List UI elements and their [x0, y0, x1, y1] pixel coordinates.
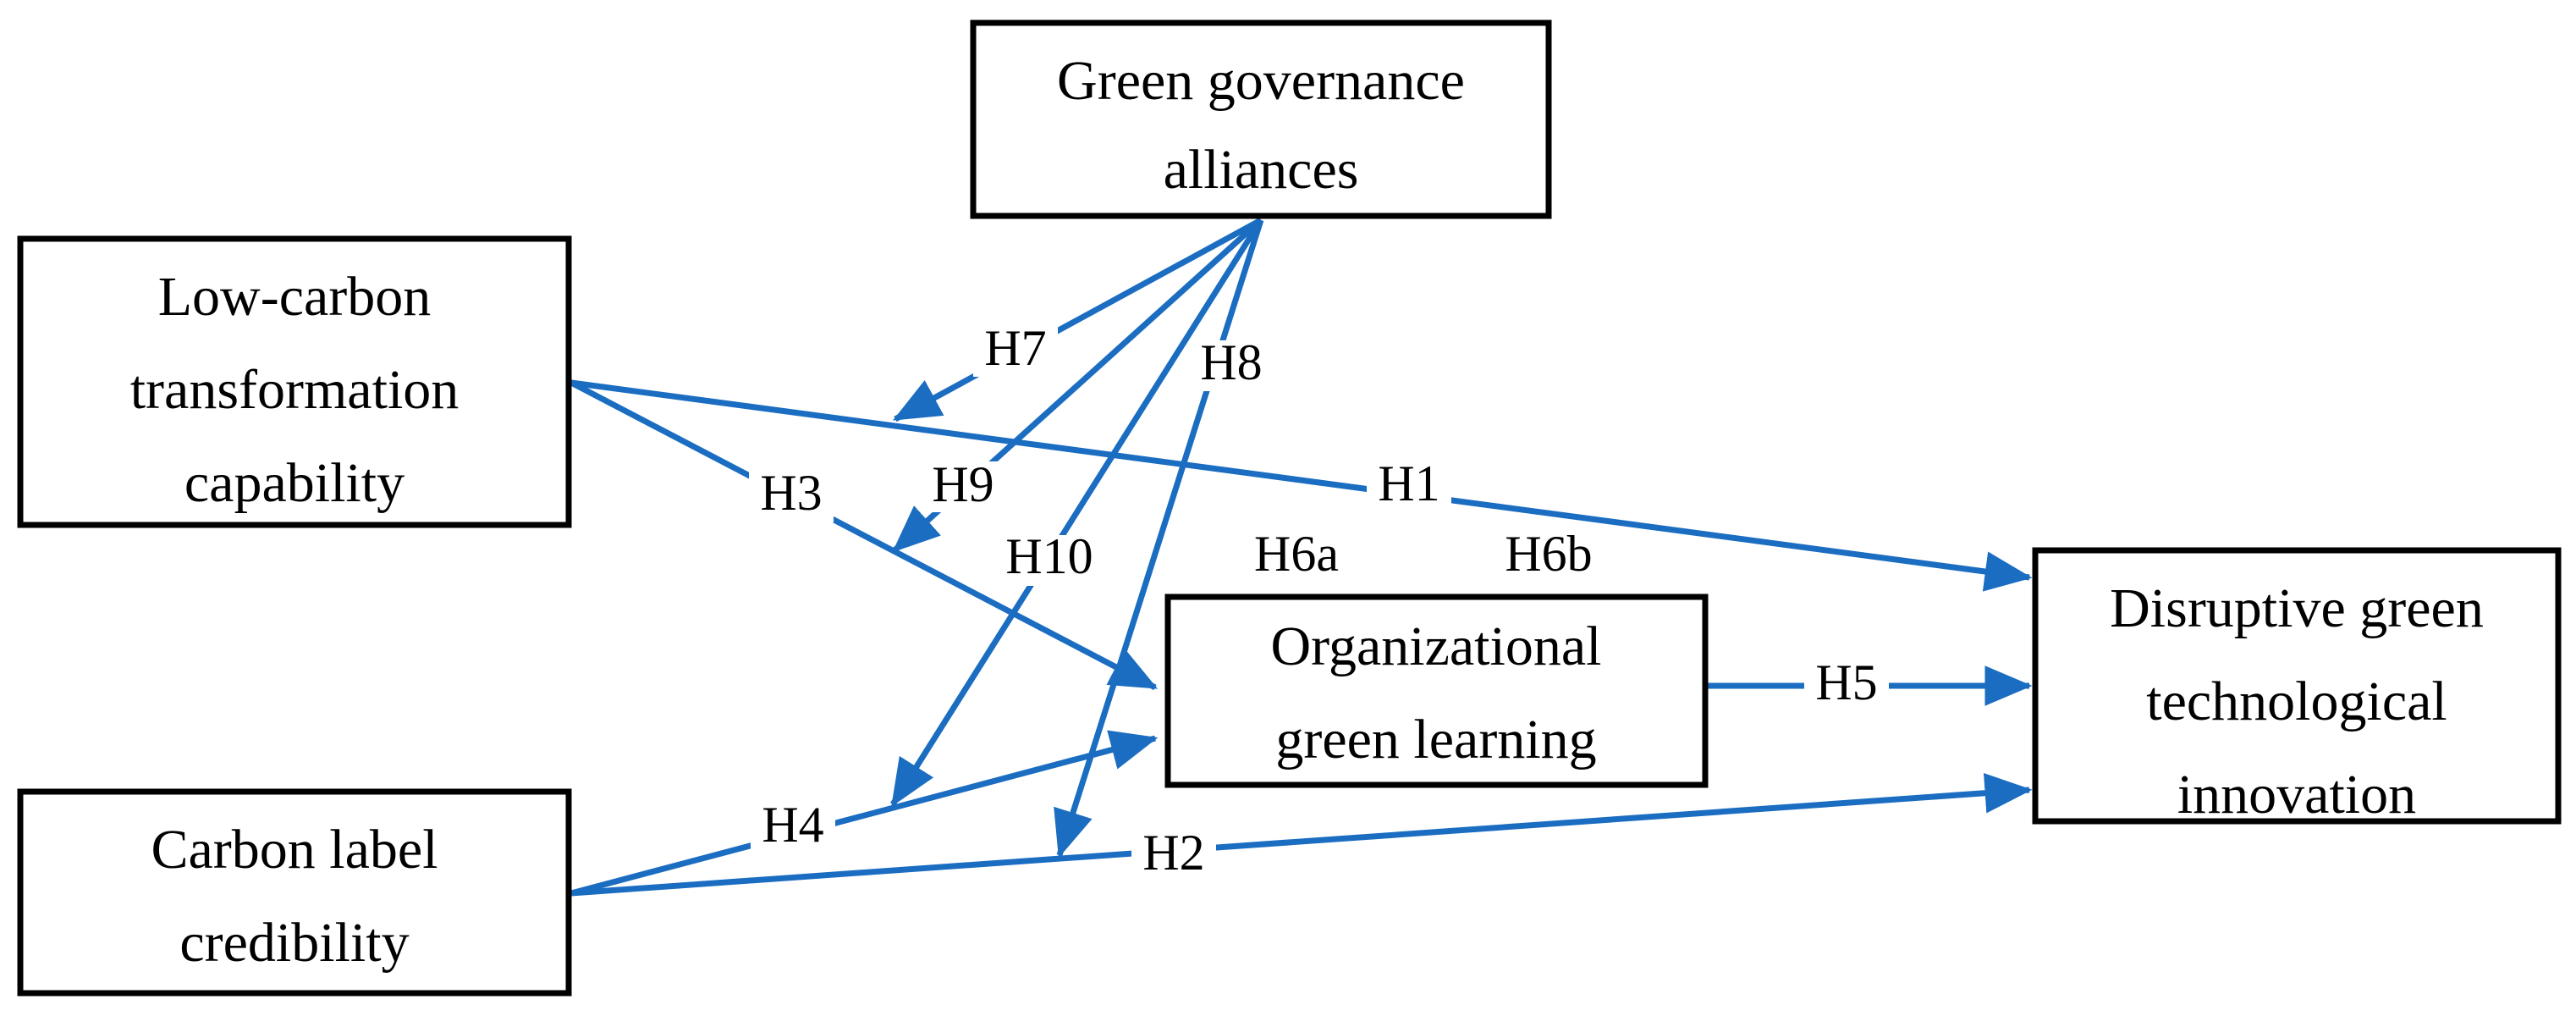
label-h10: H10 — [1005, 528, 1093, 584]
node-carbon-label-box — [17, 788, 572, 997]
label-h8: H8 — [1200, 334, 1262, 390]
node-green-governance-box — [970, 19, 1552, 219]
edge-h4 — [570, 730, 1159, 897]
label-h3: H3 — [760, 465, 822, 521]
edge-h1 — [570, 379, 2033, 592]
node-disruptive-line-2: technological — [2146, 671, 2447, 732]
label-h4: H4 — [762, 797, 823, 853]
node-disruptive: Disruptive green technological innovatio… — [2032, 547, 2562, 826]
node-low-carbon-line-2: transformation — [130, 359, 460, 421]
node-org-learning: Organizational green learning — [1164, 594, 1709, 788]
node-disruptive-line-1: Disruptive green — [2110, 577, 2484, 639]
label-h2: H2 — [1142, 825, 1204, 881]
node-green-governance-line-1: Green governance — [1057, 50, 1465, 112]
node-low-carbon-line-3: capability — [184, 452, 405, 514]
label-h1: H1 — [1378, 456, 1439, 511]
node-disruptive-box — [2032, 547, 2562, 825]
node-org-learning-line-1: Organizational — [1271, 616, 1602, 677]
node-green-governance: Green governance alliances — [970, 19, 1552, 219]
label-h9: H9 — [932, 456, 994, 512]
label-h7: H7 — [984, 320, 1046, 376]
node-carbon-label: Carbon label credibility — [17, 788, 572, 997]
edge-h8 — [1054, 218, 1264, 859]
label-h6b: H6b — [1505, 526, 1592, 582]
edge-h3 — [570, 379, 1159, 691]
edge-h7 — [892, 217, 1263, 422]
node-org-learning-box — [1164, 594, 1709, 788]
node-low-carbon-line-1: Low-carbon — [158, 266, 432, 328]
node-carbon-label-line-2: credibility — [179, 912, 409, 974]
node-carbon-label-line-1: Carbon label — [151, 819, 438, 881]
node-low-carbon: Low-carbon transformation capability — [17, 235, 572, 528]
node-green-governance-line-2: alliances — [1164, 139, 1359, 201]
node-org-learning-line-2: green learning — [1275, 709, 1596, 770]
edge-h2 — [570, 772, 2033, 897]
node-low-carbon-box — [17, 235, 572, 528]
label-h6a: H6a — [1254, 526, 1339, 582]
label-h5: H5 — [1815, 654, 1877, 710]
node-disruptive-line-3: innovation — [2177, 764, 2416, 826]
edge-h10 — [890, 218, 1263, 807]
edge-labels: H1 H2 H3 H4 H5 H6a H6b H7 H8 H9 H10 — [749, 320, 1889, 882]
